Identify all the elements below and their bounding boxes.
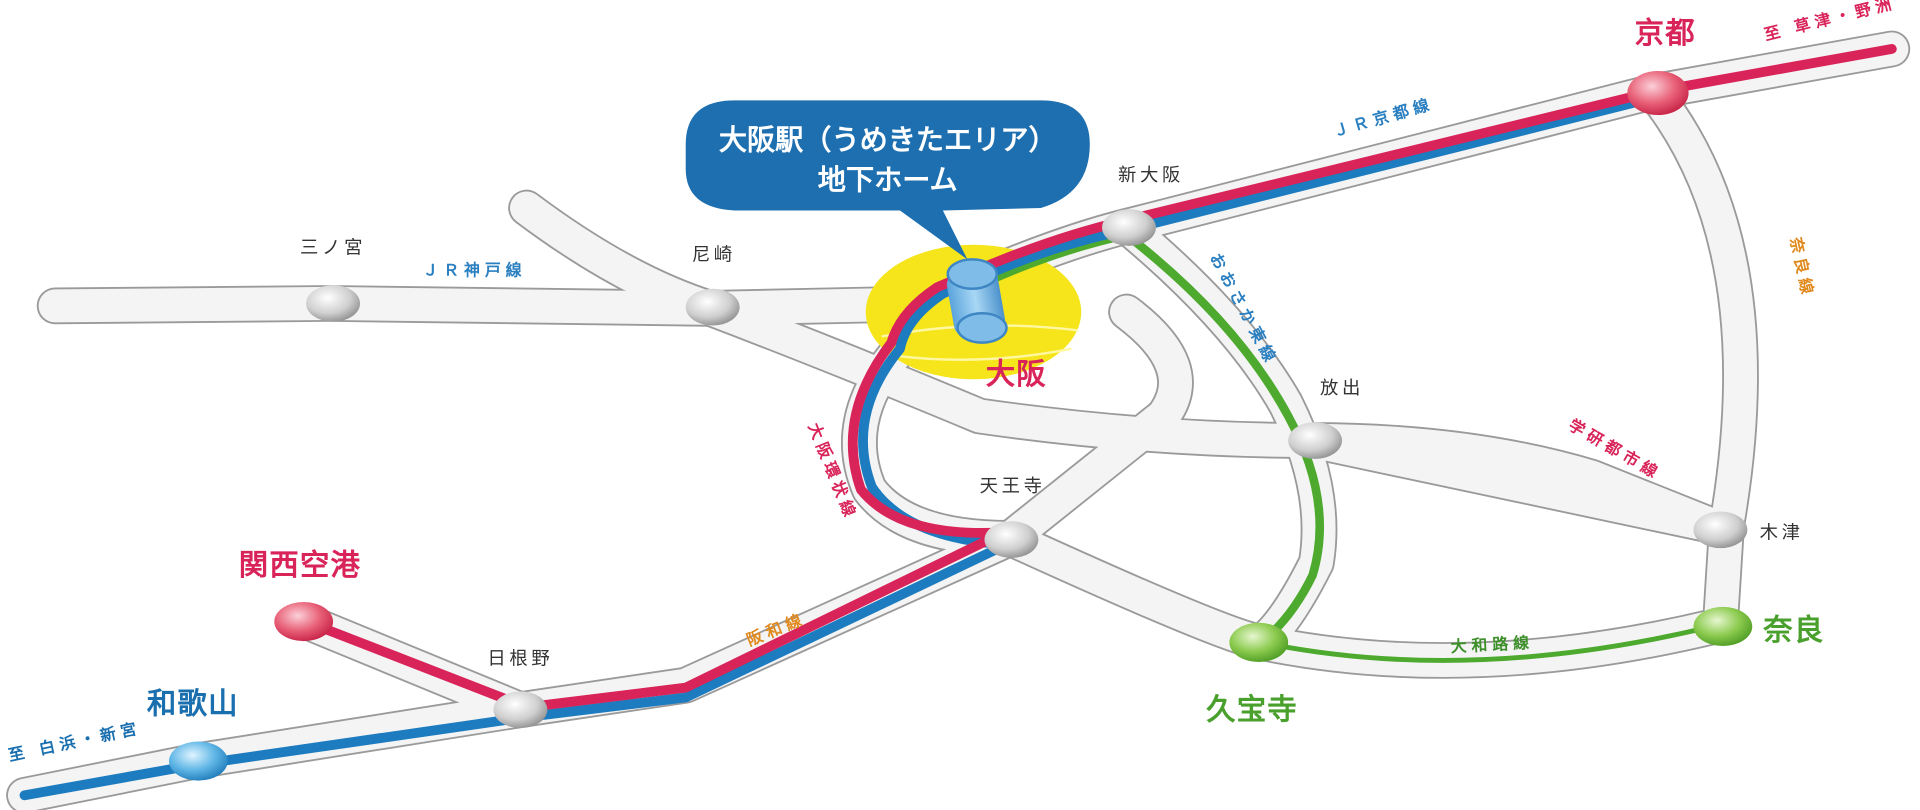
colored-lines — [19, 44, 1897, 801]
station-amagasaki-marker[interactable] — [685, 288, 740, 326]
station-amagasaki-label: 尼崎 — [692, 245, 736, 266]
line-label-jr-kobe: ＪＲ神戸線 — [422, 260, 526, 279]
station-shin-osaka-marker[interactable] — [1102, 209, 1156, 246]
station-hineno-marker[interactable] — [493, 691, 548, 729]
yamatoji-line — [1258, 624, 1715, 663]
station-kyoto-marker[interactable] — [1627, 70, 1689, 116]
station-nara-label: 奈良 — [1762, 613, 1824, 647]
osaka-underground-station-icon[interactable] — [945, 258, 1008, 344]
station-hanaten-marker[interactable] — [1288, 422, 1343, 459]
station-shin-osaka-label: 新大阪 — [1118, 165, 1184, 186]
line-label-nara: 奈良線 — [1786, 234, 1818, 300]
station-tennoji-marker[interactable] — [984, 521, 1039, 558]
station-kyuhoji-label: 久宝寺 — [1206, 692, 1298, 726]
station-markers — [168, 70, 1753, 781]
callout-bubble: 大阪駅（うめきたエリア） 地下ホーム — [685, 100, 1090, 260]
station-osaka-label: 大阪 — [986, 357, 1047, 391]
station-kansai-airport-label: 関西空港 — [239, 548, 361, 582]
station-wakayama-label: 和歌山 — [147, 686, 239, 720]
station-kyoto-label: 京都 — [1635, 16, 1696, 50]
station-kizu-label: 木津 — [1760, 522, 1804, 543]
station-tennoji-label: 天王寺 — [980, 476, 1046, 497]
station-kizu-marker[interactable] — [1693, 511, 1748, 549]
station-sannomiya-label: 三ノ宮 — [300, 237, 366, 258]
station-sannomiya-marker[interactable] — [306, 285, 360, 322]
station-nara-marker[interactable] — [1693, 606, 1753, 647]
callout-title-line2: 地下ホーム — [818, 164, 958, 197]
station-hanaten-label: 放出 — [1320, 378, 1364, 399]
red-through-line — [301, 44, 1897, 713]
station-kansai-airport-marker[interactable] — [274, 601, 334, 642]
osaka-higashi-line — [969, 230, 1324, 647]
station-hineno-label: 日根野 — [487, 648, 553, 669]
station-kyuhoji-marker[interactable] — [1229, 622, 1289, 662]
line-label-yamatoji: 大和路線 — [1450, 633, 1534, 656]
station-wakayama-marker[interactable] — [168, 741, 228, 781]
callout-title-line1: 大阪駅（うめきたエリア） — [719, 123, 1057, 156]
